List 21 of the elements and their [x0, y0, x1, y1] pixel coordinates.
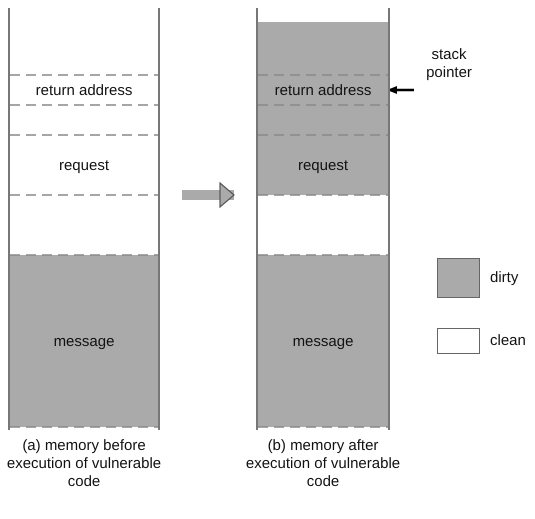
region-label: return address	[274, 82, 372, 98]
callout-label: stack pointer	[414, 46, 484, 82]
memory-stack	[8, 8, 160, 430]
region-label: request	[298, 156, 348, 174]
region-label: request	[58, 156, 110, 174]
memory-region	[258, 105, 388, 135]
memory-region	[258, 75, 388, 105]
memory-region	[258, 255, 388, 427]
node-label: (b) memory after execution of vulnerable code	[244, 437, 402, 491]
region-label: message	[292, 332, 354, 350]
node-label: (a) memory before execution of vulnerable code	[6, 437, 162, 491]
legend-label: clean	[490, 332, 526, 349]
arrow	[387, 86, 414, 94]
region-label: return address	[36, 82, 132, 98]
legend-label: dirty	[490, 269, 518, 286]
region-label: message	[54, 332, 114, 350]
memory-stack	[256, 8, 390, 430]
memory-region	[10, 255, 158, 427]
memory-region	[258, 135, 388, 195]
memory-region	[258, 22, 388, 75]
block-arrow	[182, 182, 235, 208]
